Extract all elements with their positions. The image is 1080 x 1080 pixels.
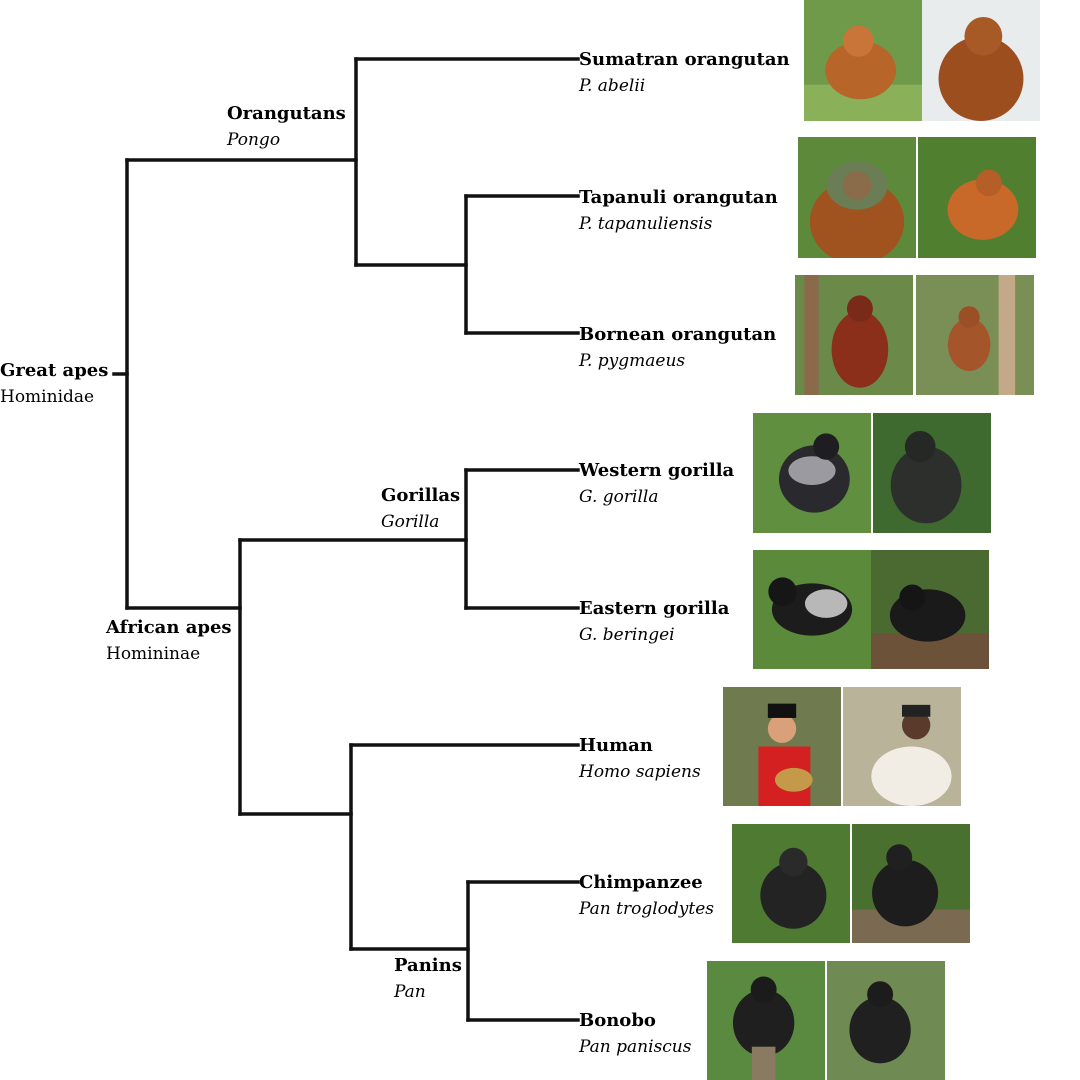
species-label-bonobo: Bonobo Pan paniscus [579,1012,691,1056]
photo-eastern-gorilla-2 [871,550,989,669]
clade-name: Gorillas [381,485,461,506]
clade-taxon: Homininae [106,644,201,664]
species-name: Tapanuli orangutan [579,187,778,208]
species-taxon: G. gorilla [579,487,659,507]
photo-tapanuli-orangutan-2 [918,137,1036,258]
species-taxon: Pan paniscus [579,1037,692,1057]
clade-taxon: Gorilla [381,512,440,532]
photo-chimpanzee-1 [732,824,850,943]
clade-name: Panins [394,955,462,976]
root-label: Great apes Hominidae [0,362,108,406]
species-name: Sumatran orangutan [579,49,790,70]
species-name: Eastern gorilla [579,598,730,619]
species-taxon: G. beringei [579,625,675,645]
clade-taxon: Pan [394,982,426,1002]
species-name: Human [579,735,653,756]
species-taxon: P. abelii [579,76,646,96]
species-taxon: Homo sapiens [579,762,701,782]
clade-name: Orangutans [227,103,346,124]
root-name: Great apes [0,360,109,381]
species-label-human: Human Homo sapiens [579,737,701,781]
photo-western-gorilla-2 [873,413,991,533]
clade-label-african-apes: African apes Homininae [106,619,232,663]
species-taxon: Pan troglodytes [579,899,715,919]
species-label-eastern-gorilla: Eastern gorilla G. beringei [579,600,729,644]
root-taxon: Hominidae [0,387,95,407]
photo-sumatran-orangutan-1 [804,0,922,121]
photo-sumatran-orangutan-2 [922,0,1040,121]
photo-tapanuli-orangutan-1 [798,137,916,258]
photo-western-gorilla-1 [753,413,871,533]
species-label-tapanuli: Tapanuli orangutan P. tapanuliensis [579,189,778,233]
species-label-western-gorilla: Western gorilla G. gorilla [579,462,734,506]
clade-label-orangutans: Orangutans Pongo [227,105,346,149]
photo-bornean-orangutan-1 [795,275,913,395]
species-name: Bornean orangutan [579,324,777,345]
species-label-chimpanzee: Chimpanzee Pan troglodytes [579,874,714,918]
species-label-sumatran: Sumatran orangutan P. abelii [579,51,790,95]
clade-taxon: Pongo [227,130,281,150]
clade-name: African apes [106,617,232,638]
photo-eastern-gorilla-1 [753,550,871,669]
species-taxon: P. tapanuliensis [579,214,713,234]
photo-human-2 [843,687,961,806]
photo-bonobo-1 [707,961,825,1080]
photo-chimpanzee-2 [852,824,970,943]
species-taxon: P. pygmaeus [579,351,686,371]
species-name: Chimpanzee [579,872,703,893]
species-name: Western gorilla [579,460,735,481]
species-label-bornean: Bornean orangutan P. pygmaeus [579,326,776,370]
clade-label-gorillas: Gorillas Gorilla [381,487,460,531]
clade-label-panins: Panins Pan [394,957,462,1001]
photo-bornean-orangutan-2 [916,275,1034,395]
photo-human-1 [723,687,841,806]
photo-bonobo-2 [827,961,945,1080]
species-name: Bonobo [579,1010,656,1031]
